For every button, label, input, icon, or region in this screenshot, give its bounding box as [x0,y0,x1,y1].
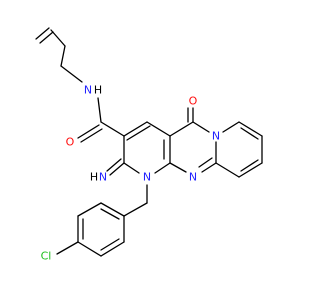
keto-oxygen-label: O [189,95,198,108]
bond [100,202,125,217]
bond [169,121,194,137]
bond [60,65,83,83]
bond [240,159,259,172]
bond [169,162,187,173]
bond [198,157,213,168]
bond [109,162,125,176]
bond [126,125,151,141]
amide-hydrogen-label: H [94,84,102,97]
bond [100,121,125,137]
bond [192,121,210,133]
chlorine-label: Cl [41,250,52,263]
structure-drawing: N H O O N H N N N Cl [35,27,263,263]
bridgehead-nitrogen-label: N [212,130,220,143]
amide-oxygen-label: O [66,136,75,149]
bond [215,162,240,178]
imine-nitrogen-label: N [99,171,107,184]
bond [123,121,148,137]
bond [100,241,125,257]
bond [123,162,140,174]
bond [201,162,217,173]
bond [50,29,66,47]
bond [77,124,100,139]
imine-hydrogen-label: H [90,171,98,184]
bond [100,238,120,251]
ring-nitrogen-label: N [189,171,197,184]
bond [80,128,103,143]
bond [100,208,120,220]
bond [77,202,102,217]
bond [123,202,148,217]
amide-nitrogen-label: N [84,84,92,97]
bond [222,121,240,133]
bond [238,121,263,137]
bond [56,241,79,255]
bond [77,241,102,257]
bond [39,31,54,44]
bond [35,27,50,40]
atom-labels: N H O O N H N N N Cl [41,84,220,263]
ring-nitrogen-label: N [143,171,151,184]
bond [60,45,66,67]
bond [240,127,259,140]
bonds [35,27,263,257]
bond [106,158,122,172]
bond [97,97,102,123]
molecule-structure: N H O O N H N N N Cl [35,27,263,263]
bond [146,121,171,137]
bond [154,162,171,174]
bond [238,162,263,178]
